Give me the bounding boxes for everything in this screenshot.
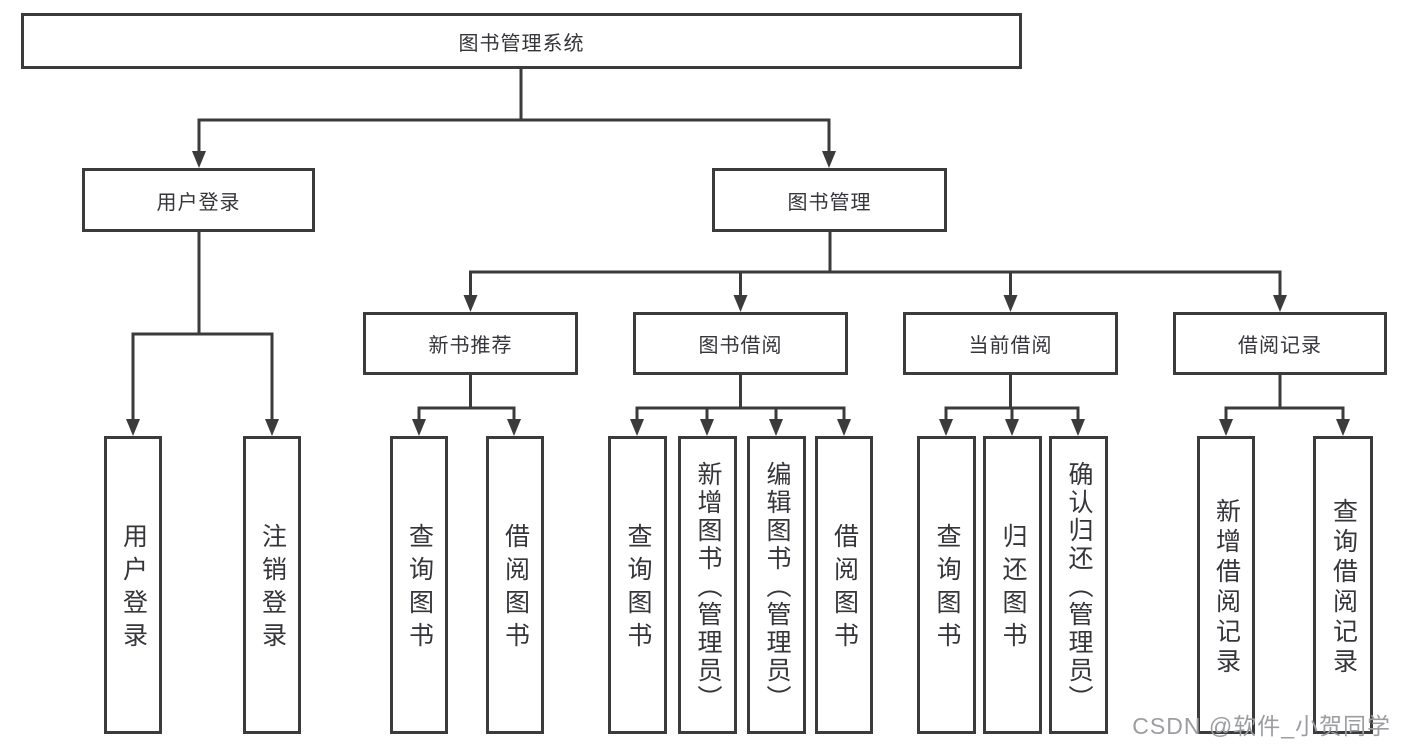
node-new-book-recommend: 新书推荐 (363, 312, 578, 375)
leaf-borrow-books-recommend-label: 借阅图书 (501, 523, 530, 655)
node-root-label: 图书管理系统 (458, 32, 585, 55)
leaf-logout-label: 注销登录 (258, 523, 287, 655)
leaf-confirm-return-admin: 确认归还（管理员） (1049, 436, 1108, 734)
watermark: CSDN @软件_小贺同学 (1132, 713, 1391, 739)
leaf-query-borrow-record: 查询借阅记录 (1313, 436, 1373, 734)
arrowheads (126, 151, 1350, 436)
leaf-borrow-books-borrowing-label: 借阅图书 (830, 523, 859, 655)
leaf-add-borrow-record: 新增借阅记录 (1197, 436, 1255, 734)
leaf-borrow-books-recommend: 借阅图书 (486, 436, 544, 734)
node-borrowing-records: 借阅记录 (1173, 312, 1387, 375)
leaf-edit-books-admin: 编辑图书（管理员） (747, 436, 806, 734)
node-current-borrowing: 当前借阅 (903, 312, 1118, 375)
leaf-query-books-recommend-label: 查询图书 (405, 523, 434, 655)
leaf-add-books-admin: 新增图书（管理员） (678, 436, 737, 734)
node-current-borrowing-label: 当前借阅 (968, 335, 1053, 357)
leaf-edit-books-admin-label: 编辑图书（管理员） (763, 460, 791, 713)
node-user-login: 用户登录 (82, 168, 315, 232)
leaf-query-borrow-record-label: 查询借阅记录 (1329, 497, 1358, 678)
leaf-add-books-admin-label: 新增图书（管理员） (694, 460, 722, 713)
node-book-management-label: 图书管理 (787, 191, 872, 214)
leaf-query-books-recommend: 查询图书 (390, 436, 448, 734)
node-root: 图书管理系统 (21, 13, 1022, 69)
leaf-return-books-label: 归还图书 (999, 523, 1027, 655)
leaf-confirm-return-admin-label: 确认归还（管理员） (1065, 460, 1093, 713)
leaf-query-books-borrowing: 查询图书 (608, 436, 667, 734)
node-new-book-recommend-label: 新书推荐 (428, 335, 513, 357)
node-user-login-label: 用户登录 (156, 191, 241, 214)
node-borrowing-records-label: 借阅记录 (1238, 335, 1322, 357)
leaf-user-login-label: 用户登录 (119, 523, 148, 655)
leaf-user-login: 用户登录 (104, 436, 162, 734)
leaf-query-books-current-label: 查询图书 (933, 523, 961, 655)
leaf-query-books-current: 查询图书 (917, 436, 976, 734)
leaf-borrow-books-borrowing: 借阅图书 (815, 436, 873, 734)
node-book-borrowing: 图书借阅 (633, 312, 848, 375)
leaf-query-books-borrowing-label: 查询图书 (624, 523, 652, 655)
leaf-logout: 注销登录 (243, 436, 301, 734)
leaf-return-books: 归还图书 (983, 436, 1042, 734)
leaf-add-borrow-record-label: 新增借阅记录 (1212, 497, 1241, 678)
node-book-borrowing-label: 图书借阅 (698, 335, 783, 357)
node-book-management: 图书管理 (712, 168, 947, 232)
